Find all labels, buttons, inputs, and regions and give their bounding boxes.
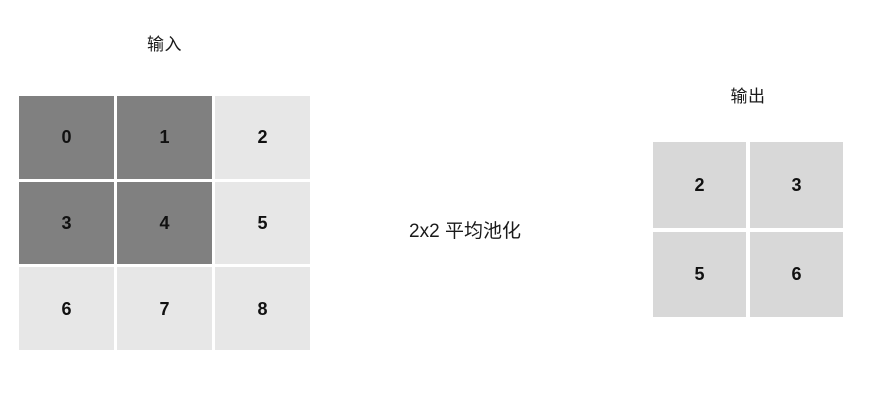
input-cell-highlighted: 4 xyxy=(117,181,212,265)
output-cell: 5 xyxy=(653,231,746,317)
output-cell: 3 xyxy=(750,142,843,228)
output-cell: 2 xyxy=(653,142,746,228)
operation-label: 2x2 平均池化 xyxy=(409,221,521,242)
input-cell: 8 xyxy=(215,267,310,350)
input-cell: 7 xyxy=(117,267,212,350)
input-cell-highlighted: 3 xyxy=(19,181,114,265)
input-cell-highlighted: 1 xyxy=(117,96,212,179)
input-cell-highlighted: 0 xyxy=(19,96,114,179)
input-cell: 5 xyxy=(215,181,310,265)
output-cell: 6 xyxy=(750,231,843,317)
input-cell: 6 xyxy=(19,267,114,350)
input-matrix-title: 输入 xyxy=(147,35,182,54)
output-matrix-title: 输出 xyxy=(730,87,766,106)
input-cell: 2 xyxy=(215,96,310,179)
